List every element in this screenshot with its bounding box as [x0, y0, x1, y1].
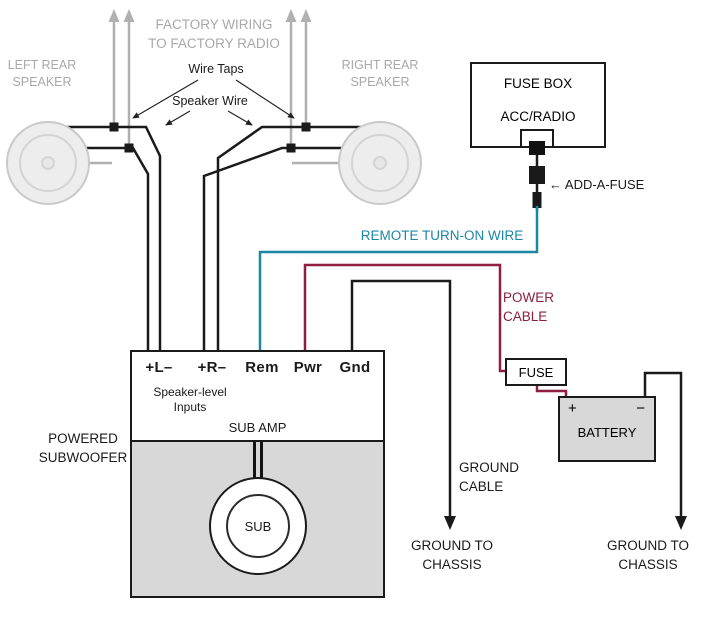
ground-cable-wire — [350, 279, 456, 530]
terminal-power: Pwr — [293, 359, 323, 376]
power-cable-label: POWER CABLE — [503, 290, 555, 324]
speaker-wire-label: Speaker Wire — [172, 94, 248, 108]
sub-wire-right — [260, 442, 263, 479]
ground-cable-label: GROUND CABLE — [459, 460, 519, 494]
right-speaker-ring — [351, 134, 409, 192]
terminal-ground: Gnd — [339, 359, 371, 376]
acc-radio-label: ACC/RADIO — [500, 109, 576, 124]
terminal-left-input: +L– — [145, 359, 173, 376]
add-a-fuse-label: ← ADD-A-FUSE — [549, 177, 645, 192]
battery-negative-terminal: − — [636, 400, 645, 417]
speaker-level-inputs-label: Speaker-level Inputs — [153, 385, 227, 414]
left-speaker-label: LEFT REAR SPEAKER — [7, 58, 77, 89]
speaker-wires — [62, 125, 365, 352]
remote-turn-on-wire — [258, 206, 539, 352]
label-pointer-arrows — [132, 79, 295, 126]
right-speaker-dustcap — [373, 156, 387, 170]
left-speaker-dustcap — [41, 156, 55, 170]
sub-label: SUB — [244, 519, 272, 534]
left-speaker-ring — [19, 134, 77, 192]
inline-fuse: FUSE — [505, 358, 567, 386]
remote-turn-on-label: REMOTE TURN-ON WIRE — [360, 228, 524, 243]
wire-taps-label: Wire Taps — [188, 62, 244, 76]
battery-ground-wire — [643, 371, 687, 530]
add-a-fuse-assembly — [529, 150, 545, 210]
sub-wire-left — [253, 442, 256, 479]
factory-wiring-lines — [78, 9, 342, 165]
terminal-remote: Rem — [245, 359, 279, 376]
terminal-right-input: +R– — [197, 359, 227, 376]
right-speaker-label: RIGHT REAR SPEAKER — [341, 58, 419, 89]
powered-subwoofer-label: POWERED SUBWOOFER — [38, 431, 128, 465]
battery-positive-terminal: + — [568, 400, 577, 417]
fuse-slot-terminal — [529, 141, 545, 155]
inline-fuse-label: FUSE — [518, 364, 554, 380]
right-rear-speaker — [338, 121, 422, 205]
sub-amp-box: +L– +R– Rem Pwr Gnd Speaker-level Inputs… — [130, 350, 385, 442]
fuse-box-title: FUSE BOX — [503, 76, 573, 91]
ground-chassis-right-label: GROUND TO CHASSIS — [606, 538, 689, 572]
subwoofer-inner-ring — [226, 494, 290, 558]
left-rear-speaker — [6, 121, 90, 205]
battery: + − BATTERY — [558, 396, 656, 462]
ground-chassis-left-label: GROUND TO CHASSIS — [410, 538, 493, 572]
subwoofer-speaker: SUB — [209, 477, 307, 575]
power-cable-wire — [303, 263, 568, 398]
wire-tap-squares — [109, 122, 311, 153]
battery-label: BATTERY — [577, 425, 637, 440]
factory-wiring-label: FACTORY WIRING TO FACTORY RADIO — [148, 17, 280, 51]
sub-amp-label: SUB AMP — [228, 420, 287, 435]
